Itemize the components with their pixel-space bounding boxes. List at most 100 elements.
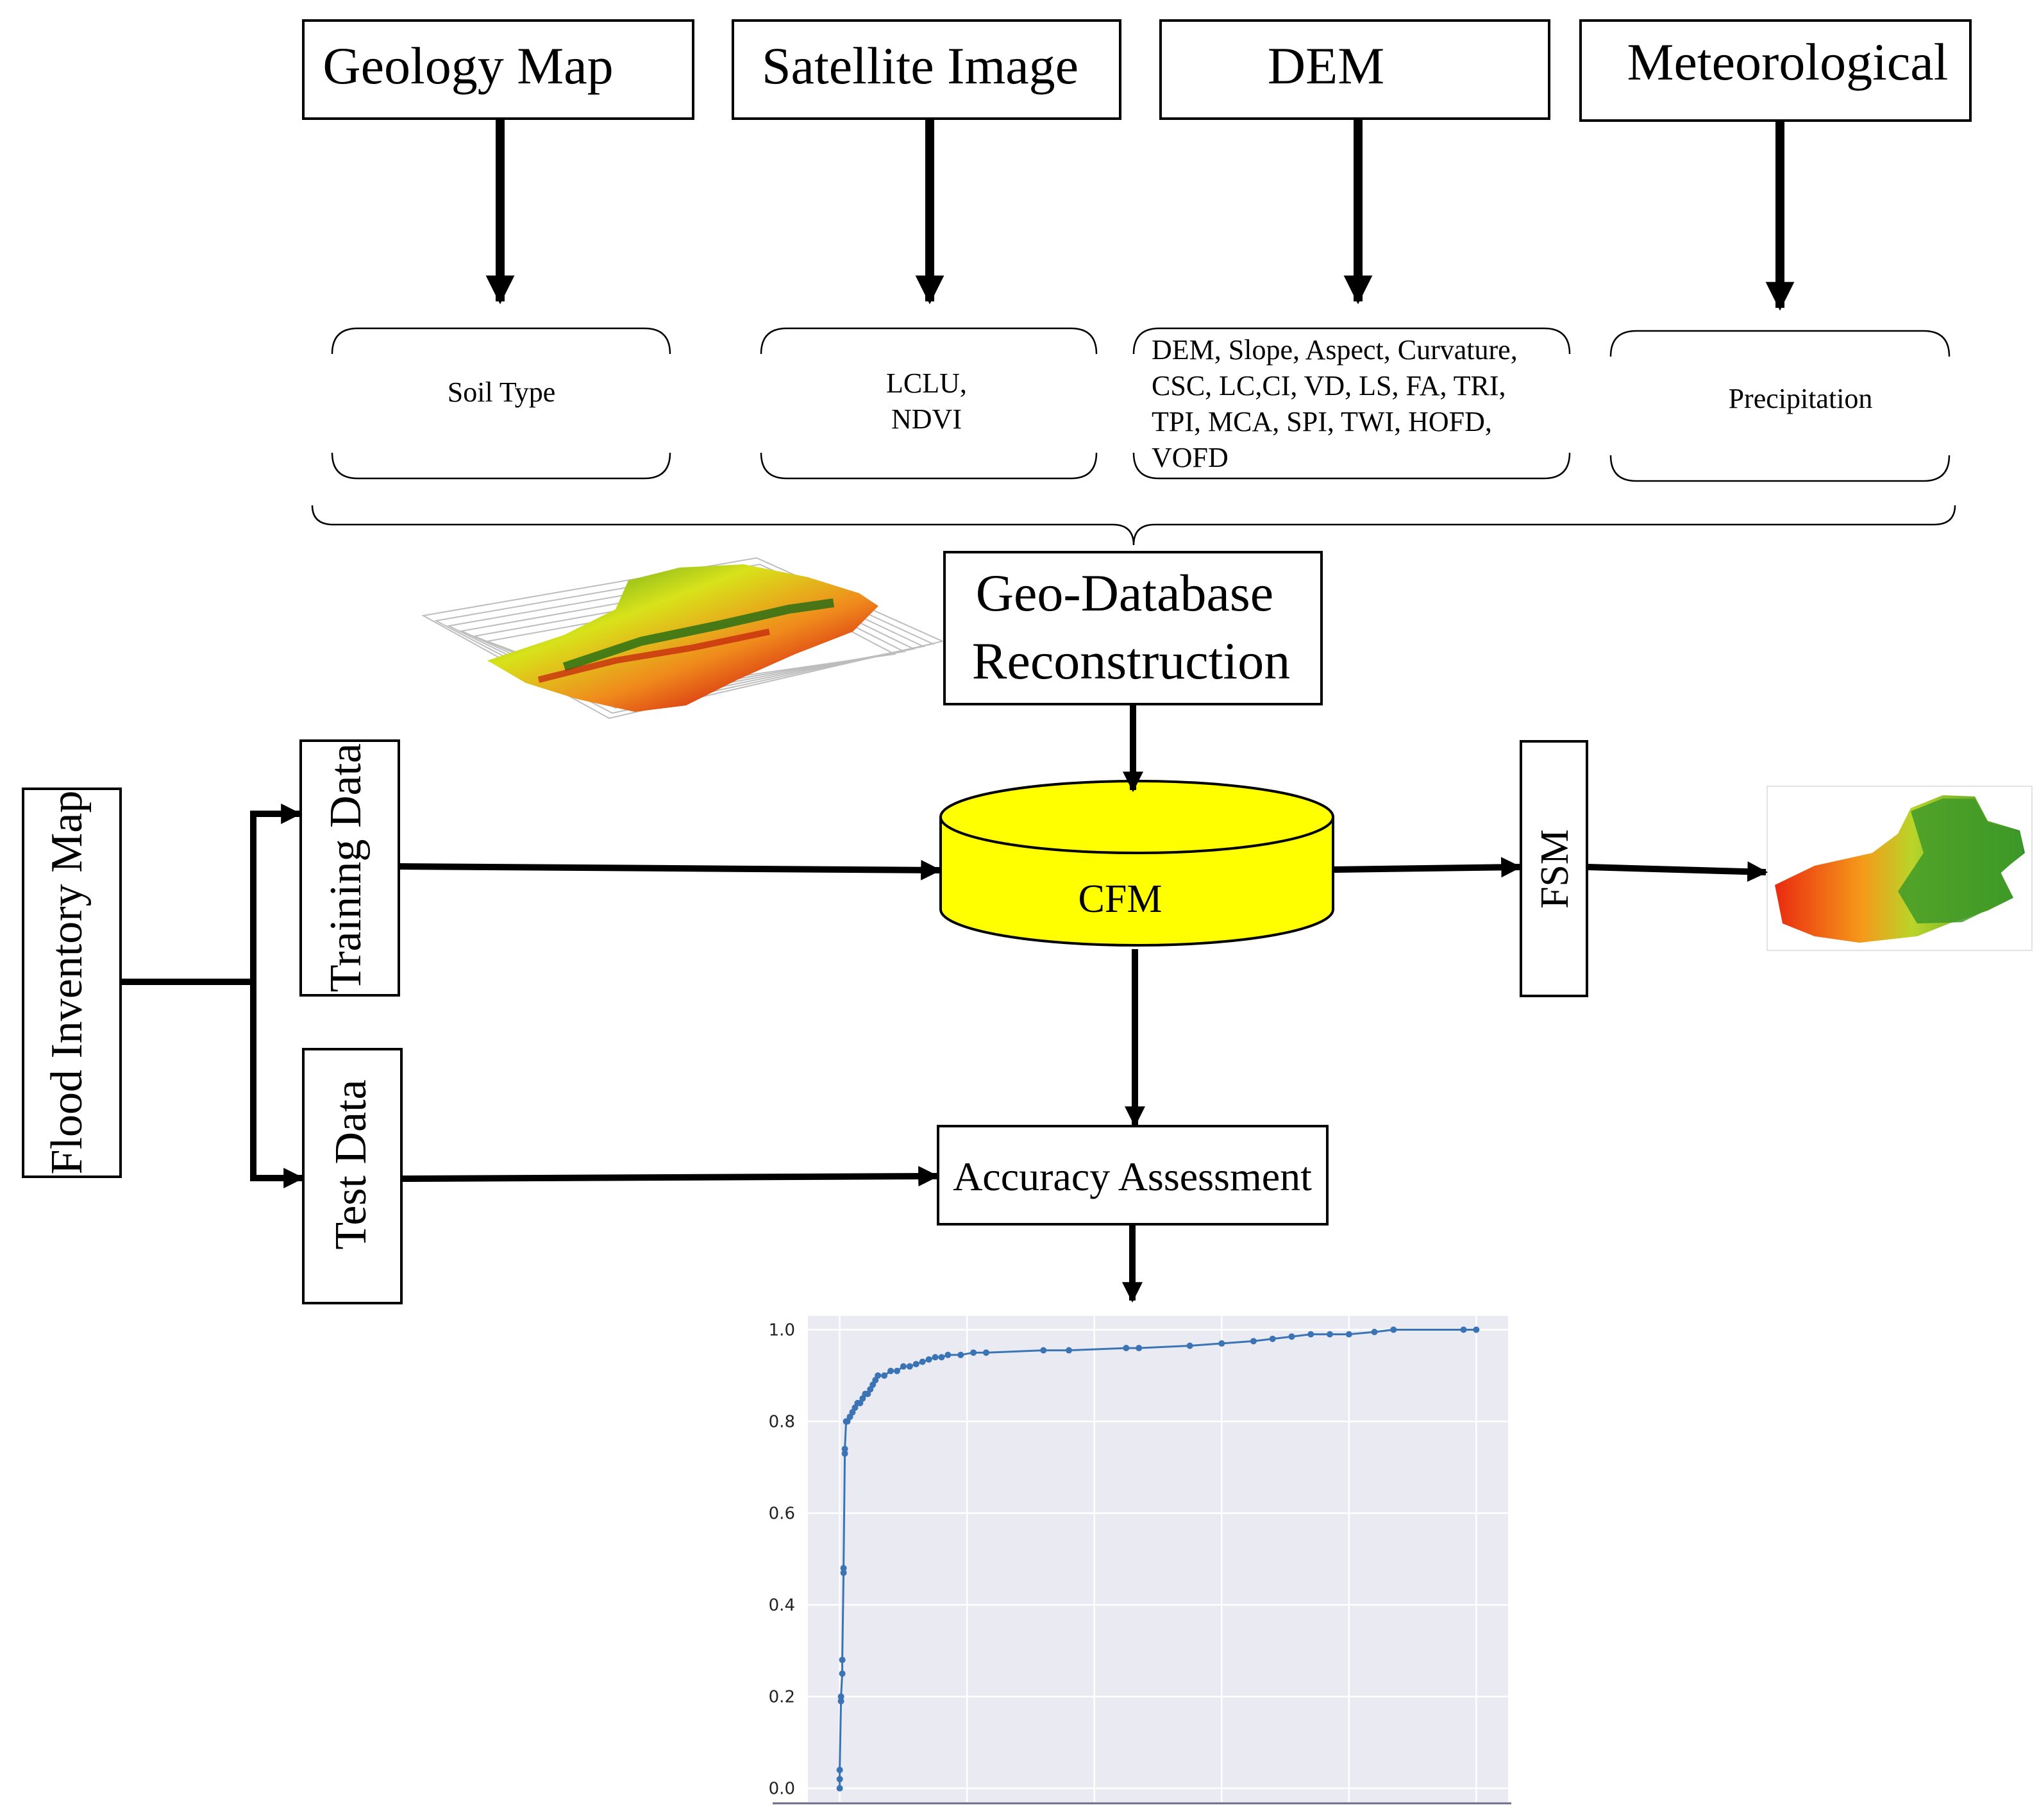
source-meteorological-label: Meteorological <box>1627 33 1949 91</box>
roc-gridlines <box>808 1316 1508 1802</box>
roc-point <box>836 1776 843 1783</box>
roc-point <box>900 1363 907 1370</box>
roc-chart: 0.00.20.40.60.81.00.00.20.40.60.81.0 <box>769 1316 1511 1805</box>
roc-point <box>841 1450 848 1457</box>
roc-point <box>1390 1326 1397 1333</box>
roc-point <box>906 1363 913 1370</box>
roc-point <box>1186 1342 1193 1349</box>
roc-point <box>837 1693 844 1700</box>
geodatabase-line1: Geo-Database <box>976 564 1273 622</box>
roc-point <box>919 1358 926 1365</box>
roc-point <box>1371 1329 1378 1336</box>
geodatabase-line2: Reconstruction <box>972 632 1290 690</box>
roc-point <box>881 1372 888 1379</box>
factor-soil-bottom <box>331 452 671 480</box>
roc-y-tick-label: 1.0 <box>769 1320 795 1340</box>
roc-y-tick-label: 0.4 <box>769 1596 795 1615</box>
roc-y-tick-label: 0.6 <box>769 1504 795 1523</box>
source-satellite-label: Satellite Image <box>762 37 1078 95</box>
roc-y-tick-label: 0.0 <box>769 1780 795 1799</box>
arrow-fsm-to-map <box>1588 861 1768 882</box>
factor-precipitation-label: Precipitation <box>1729 383 1873 414</box>
roc-point <box>1218 1340 1225 1347</box>
roc-point <box>887 1367 894 1374</box>
roc-point <box>1066 1347 1073 1354</box>
factor-dem-line3: TPI, MCA, SPI, TWI, HOFD, <box>1152 406 1492 437</box>
factor-meteo-bottom <box>1609 455 1951 482</box>
roc-point <box>1123 1345 1130 1352</box>
roc-point <box>839 1656 846 1664</box>
roc-point <box>944 1351 952 1358</box>
roc-series <box>836 1326 1480 1792</box>
arrow-cfm-to-fsm <box>1334 857 1522 878</box>
source-dem: DEM <box>1159 19 1550 120</box>
roc-point <box>1473 1326 1480 1333</box>
roc-point <box>893 1367 900 1374</box>
training-data-box: Training Data <box>299 739 400 997</box>
roc-point <box>932 1354 939 1361</box>
training-data-label: Training Data <box>321 743 371 992</box>
roc-point <box>1460 1326 1467 1333</box>
roc-point <box>1327 1331 1334 1338</box>
cfm-label: CFM <box>1078 877 1162 921</box>
roc-point <box>925 1356 932 1363</box>
flood-inventory-box: Flood Inventory Map <box>22 788 122 1178</box>
factor-lclu-label: LCLU, <box>886 367 967 399</box>
roc-y-tick-label: 0.2 <box>769 1688 795 1707</box>
factor-ndvi-label: NDVI <box>891 403 962 435</box>
stacked-layers-map-image <box>421 557 945 720</box>
roc-point <box>841 1445 848 1453</box>
factor-dem-top <box>1132 327 1571 355</box>
factor-dem-line4: VOFD <box>1152 442 1229 473</box>
source-arrows <box>485 119 1795 311</box>
cfm-database-cylinder: CFM <box>939 780 1334 947</box>
roc-point <box>875 1372 882 1379</box>
roc-y-tick-label: 0.8 <box>769 1412 795 1431</box>
factor-sat-bottom <box>760 452 1098 480</box>
source-dem-label: DEM <box>1268 37 1384 95</box>
roc-point <box>837 1698 844 1705</box>
roc-point <box>1288 1333 1295 1340</box>
factor-soil-top <box>331 327 671 355</box>
roc-point <box>982 1349 989 1356</box>
fsm-box: FSM <box>1520 740 1588 997</box>
source-meteorological: Meteorological <box>1579 19 1972 122</box>
roc-point <box>1250 1338 1257 1345</box>
factor-dem-line1: DEM, Slope, Aspect, Curvature, <box>1152 334 1518 366</box>
arrow-training-to-cfm <box>399 859 942 881</box>
factor-dem-bottom <box>1132 452 1571 480</box>
flow-arrows <box>122 705 1768 1303</box>
flood-susceptibility-map-image <box>1766 786 2033 951</box>
arrow-inventory-to-test <box>250 982 305 1189</box>
roc-point <box>1269 1335 1276 1342</box>
roc-point <box>840 1569 847 1576</box>
roc-tick-labels: 0.00.20.40.60.81.00.00.20.40.60.81.0 <box>769 1320 795 1799</box>
roc-point <box>836 1785 843 1792</box>
roc-plot-area <box>808 1316 1508 1802</box>
source-satellite: Satellite Image <box>732 19 1121 120</box>
roc-point <box>1307 1331 1314 1338</box>
factor-soil-label: Soil Type <box>448 376 555 408</box>
grouping-brace <box>311 505 1956 546</box>
factor-box-outlines <box>331 327 1951 482</box>
accuracy-assessment-box: Accuracy Assessment <box>937 1125 1329 1226</box>
accuracy-assessment-label: Accuracy Assessment <box>953 1154 1312 1199</box>
roc-point <box>912 1361 919 1368</box>
arrow-inventory-to-training <box>122 803 302 985</box>
factor-sat-top <box>760 327 1098 355</box>
roc-point <box>1040 1347 1047 1354</box>
fsm-label: FSM <box>1533 829 1577 909</box>
roc-point <box>938 1354 945 1361</box>
arrow-test-to-accuracy <box>402 1166 939 1187</box>
test-data-label: Test Data <box>326 1079 376 1249</box>
roc-point <box>1136 1345 1143 1352</box>
roc-point <box>836 1766 843 1773</box>
roc-point <box>957 1351 964 1358</box>
factor-meteo-top <box>1609 330 1951 357</box>
roc-point <box>839 1670 846 1677</box>
source-geology: Geology Map <box>302 19 694 120</box>
roc-point <box>840 1565 847 1572</box>
flood-inventory-label: Flood Inventory Map <box>42 791 92 1175</box>
